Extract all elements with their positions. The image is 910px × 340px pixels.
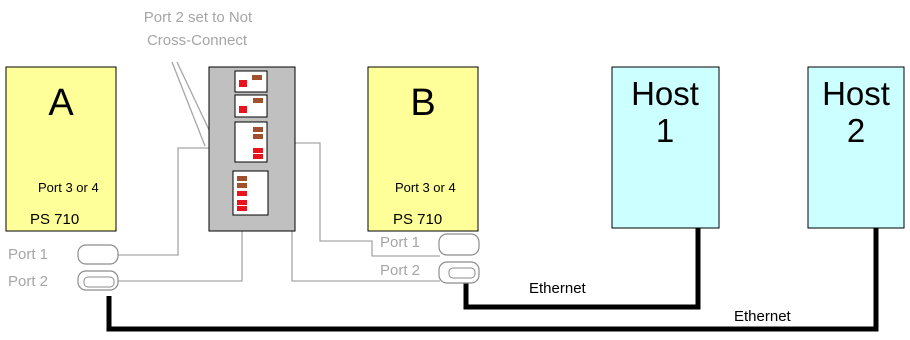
host-2: Host 2	[807, 66, 905, 229]
callout-line-2: Cross-Connect	[147, 32, 248, 49]
device-a-eth-plug	[83, 276, 115, 288]
device-a-box	[5, 66, 117, 232]
host-2-box	[807, 66, 905, 229]
host-2-label-line1: Host	[822, 75, 890, 112]
callout-leader-1	[176, 61, 211, 133]
host-1-label-line2: 1	[656, 112, 674, 149]
ethernet-label-1: Ethernet	[529, 280, 587, 297]
cable-a-port1	[118, 147, 236, 256]
led-brown	[237, 176, 247, 181]
device-a-port2-jack[interactable]	[77, 270, 119, 291]
device-b-port2-jack[interactable]	[438, 261, 480, 284]
led-brown	[253, 134, 263, 139]
ethernet-cable-1	[463, 225, 701, 310]
device-b-ports: Port 1 Port 2	[380, 233, 480, 284]
cross-connect-module	[208, 66, 296, 232]
cable-b-port1	[268, 142, 440, 257]
led-red	[237, 200, 247, 205]
led-red	[239, 106, 247, 113]
host-2-label-line2: 2	[847, 112, 865, 149]
device-b-eth-plug	[448, 267, 476, 279]
device-a: A Port 3 or 4 PS 710	[5, 66, 117, 232]
callout-line-1: Port 2 set to Not	[144, 9, 253, 26]
device-b-port-label: Port 3 or 4	[395, 180, 456, 195]
device-a-letter: A	[48, 82, 74, 124]
led-red	[237, 206, 247, 211]
ethernet-label-2: Ethernet	[734, 308, 792, 325]
led-brown	[253, 127, 263, 132]
device-b-port2-label: Port 2	[380, 262, 420, 279]
device-a-port-label: Port 3 or 4	[38, 180, 99, 195]
led-brown	[252, 75, 262, 80]
host-1-label-line1: Host	[631, 75, 699, 112]
led-red	[253, 154, 263, 159]
led-brown	[253, 98, 263, 103]
led-red	[237, 191, 247, 196]
callout-note: Port 2 set to Not Cross-Connect	[144, 9, 253, 49]
device-a-port2-label: Port 2	[8, 273, 48, 290]
device-b-box	[367, 66, 479, 232]
device-b: B Port 3 or 4 PS 710	[367, 66, 479, 232]
host-1-box	[611, 66, 720, 229]
device-b-port1-jack[interactable]	[438, 233, 480, 256]
callout-leader-2	[171, 61, 206, 147]
host-1: Host 1	[611, 66, 720, 229]
ethernet-cable-2	[106, 226, 879, 332]
device-a-port1-jack[interactable]	[77, 244, 119, 265]
device-a-model: PS 710	[30, 211, 79, 228]
device-b-port1-label: Port 1	[380, 234, 420, 251]
device-a-ports: Port 1 Port 2	[8, 244, 119, 291]
ethernet-cables	[106, 225, 879, 332]
device-b-model: PS 710	[393, 211, 442, 228]
led-red	[239, 80, 247, 87]
device-b-letter: B	[410, 82, 435, 124]
device-a-port1-label: Port 1	[8, 246, 48, 263]
led-red	[253, 148, 263, 153]
led-brown	[237, 183, 247, 188]
